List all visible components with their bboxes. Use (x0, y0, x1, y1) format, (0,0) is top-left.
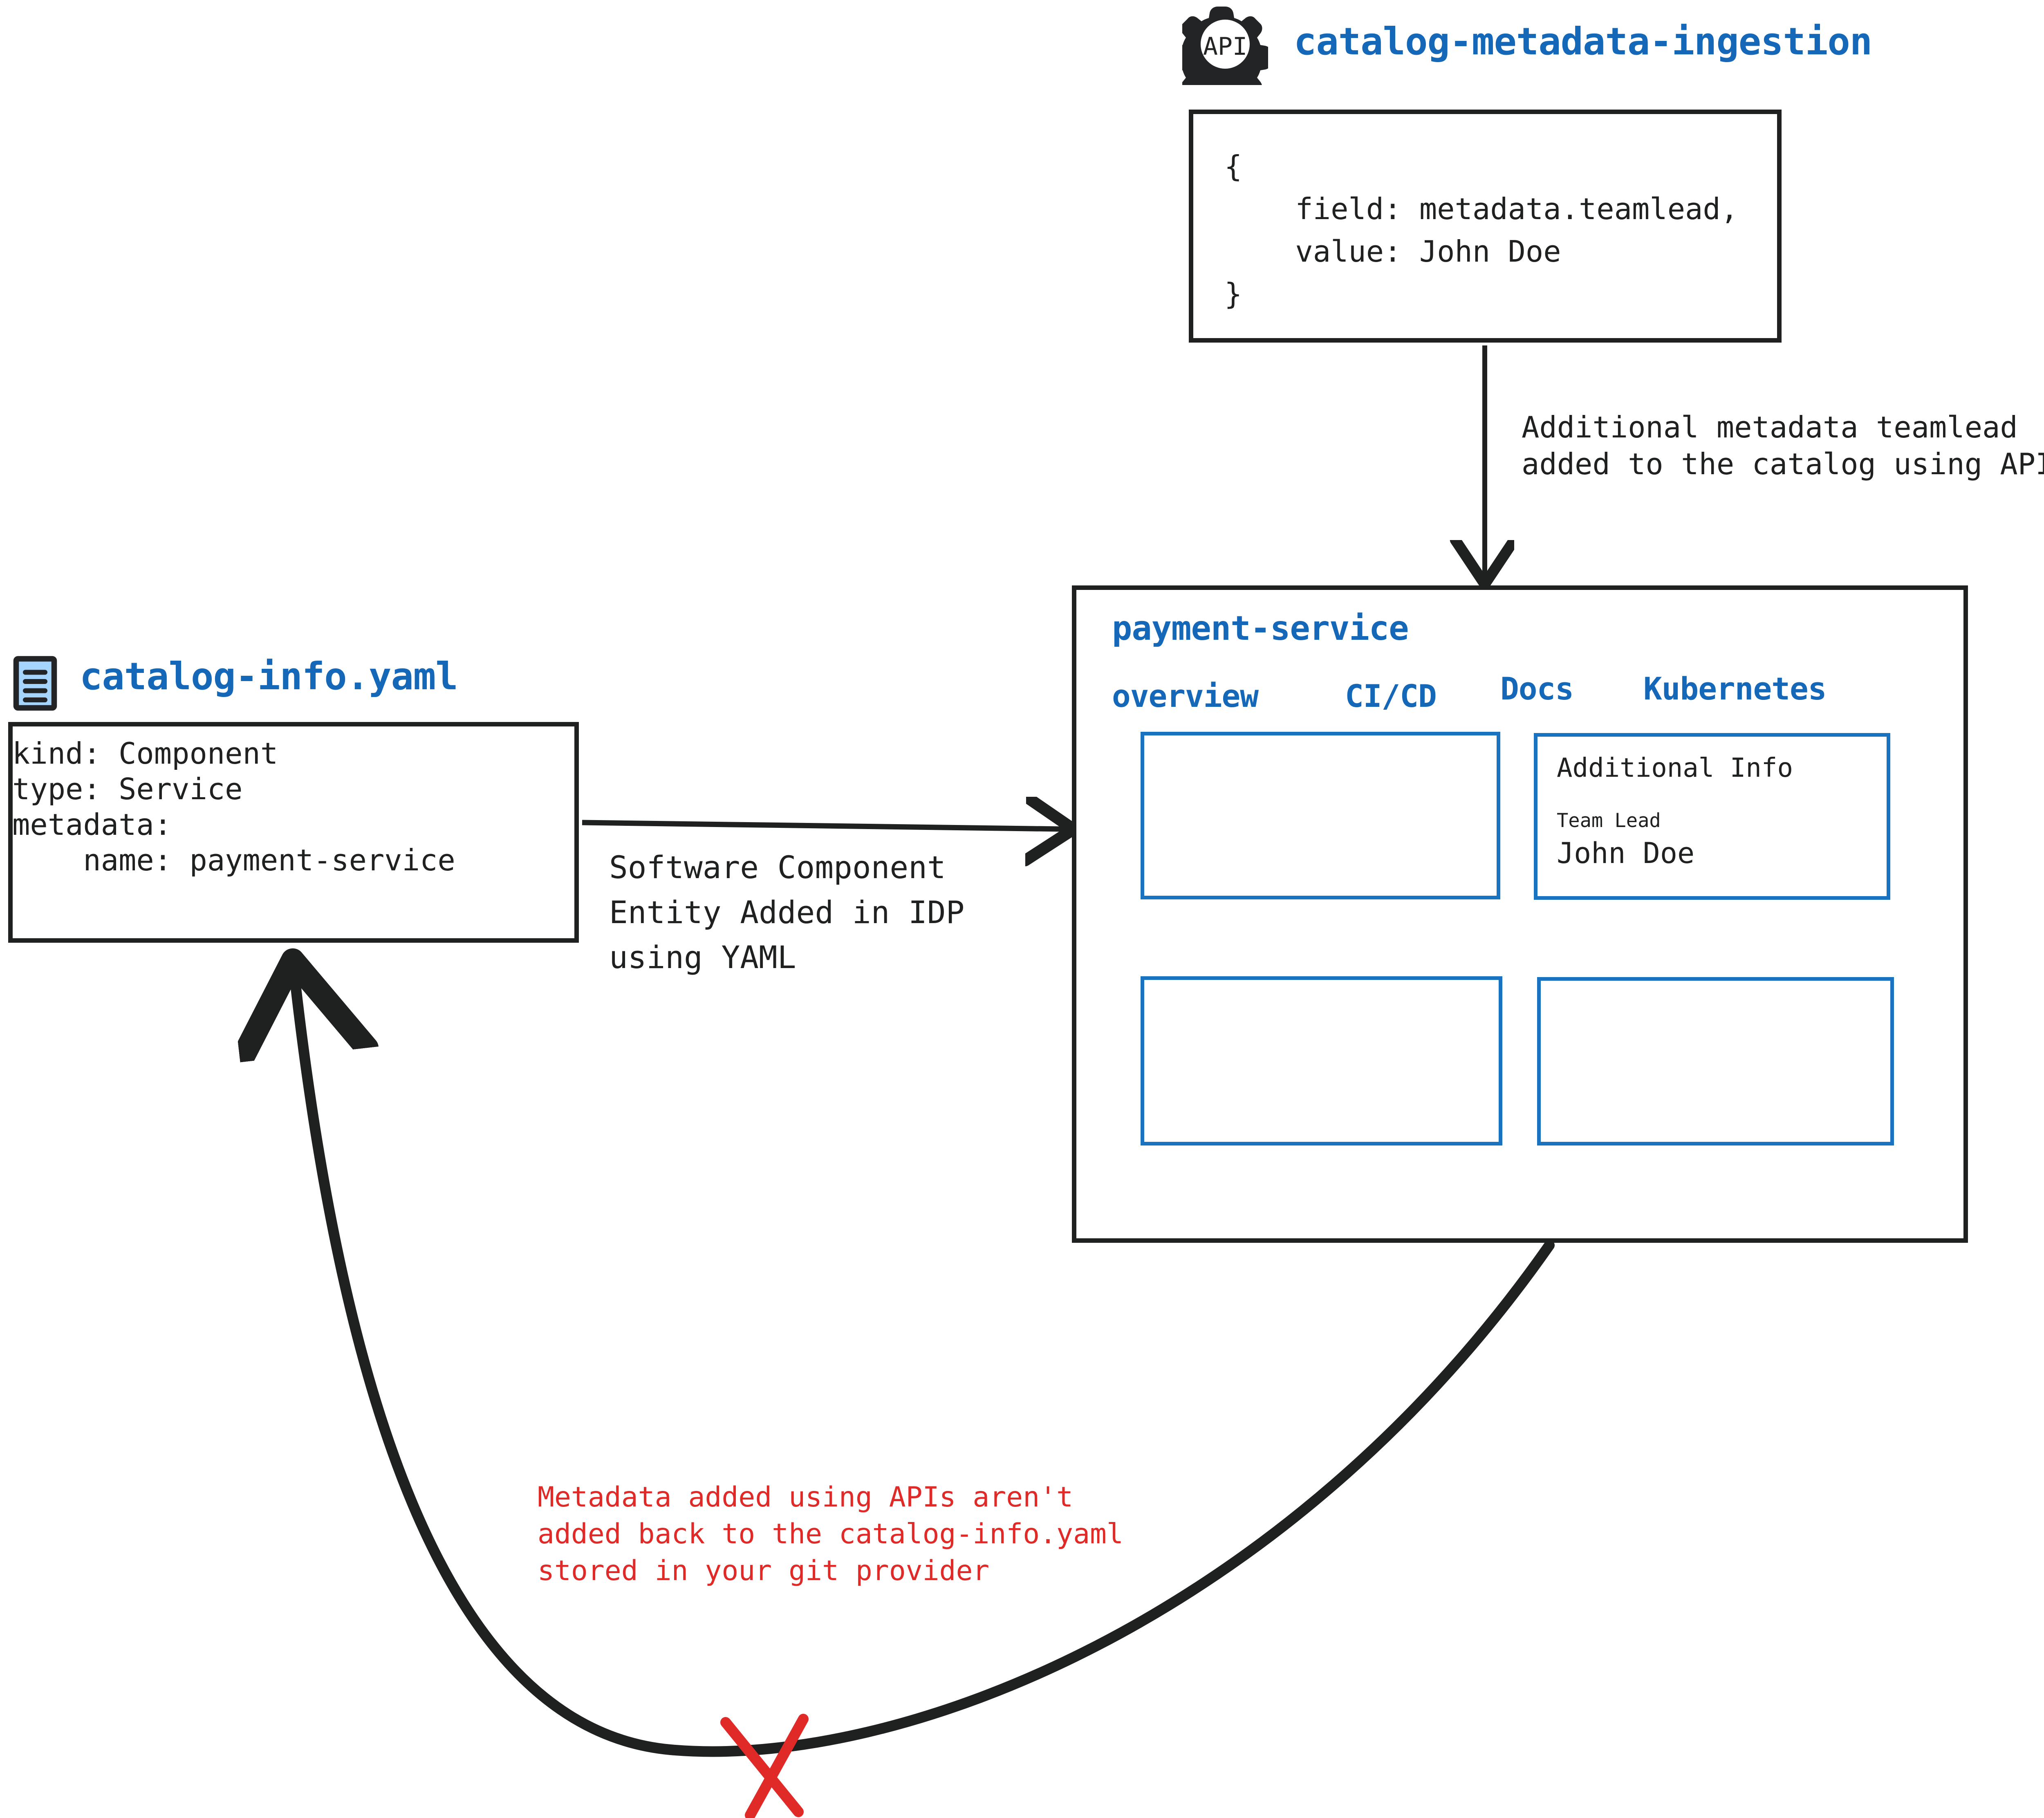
api-node-title: catalog-metadata-ingestion (1294, 20, 1872, 63)
api-arrow-label-line1: Additional metadata teamlead (1522, 410, 2018, 444)
yaml-node-title: catalog-info.yaml (80, 655, 458, 698)
warning-note: Metadata added using APIs aren't added ba… (538, 1479, 1123, 1589)
tab-ci-cd[interactable]: CI/CD (1345, 678, 1437, 714)
yaml-code: kind: Component type: Service metadata: … (12, 736, 455, 877)
yaml-arrow-label-line2: Entity Added in IDP (609, 894, 965, 930)
red-x-cross-icon (720, 1714, 809, 1818)
yaml-file-icon (13, 656, 57, 711)
warning-line2: added back to the catalog-info.yaml (538, 1518, 1123, 1550)
warning-line3: stored in your git provider (538, 1555, 990, 1587)
yaml-arrow-label-line1: Software Component (609, 849, 946, 885)
yaml-code-box (8, 722, 579, 943)
team-lead-value: John Doe (1557, 836, 1695, 870)
service-panel-title: payment-service (1112, 609, 1409, 648)
tab-docs[interactable]: Docs (1500, 670, 1574, 707)
card-additional-info[interactable] (1534, 733, 1890, 900)
yaml-arrow-label-line3: using YAML (609, 939, 796, 975)
api-gear-icon: API (1171, 3, 1272, 108)
card-empty-top-left[interactable] (1141, 732, 1500, 899)
warning-line1: Metadata added using APIs aren't (538, 1481, 1074, 1513)
tab-overview[interactable]: overview (1112, 678, 1259, 714)
arrow-yaml-to-panel (582, 823, 1063, 829)
api-payload-box (1189, 110, 1782, 343)
card-empty-bottom-right[interactable] (1537, 977, 1894, 1145)
svg-text:API: API (1203, 32, 1247, 61)
tab-kubernetes[interactable]: Kubernetes (1643, 670, 1827, 707)
additional-info-heading: Additional Info (1557, 753, 1793, 783)
api-payload-code: { field: metadata.teamlead, value: John … (1224, 149, 1739, 311)
api-arrow-label-line2: added to the catalog using APIs (1522, 447, 2044, 481)
team-lead-label: Team Lead (1557, 809, 1661, 832)
card-empty-bottom-left[interactable] (1141, 976, 1502, 1145)
